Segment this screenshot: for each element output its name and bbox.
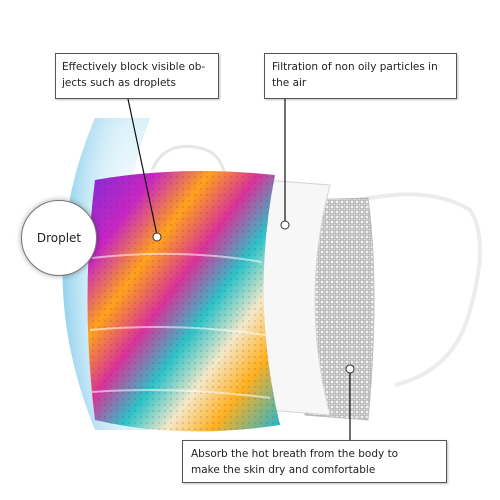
- pleat-fold: [91, 389, 271, 399]
- callout-block-droplets: Effectively block visible ob- jects such…: [55, 53, 219, 99]
- pleat-fold: [91, 252, 263, 263]
- pointer-dot-filter: [280, 220, 290, 230]
- callout-text: Filtration of non oily particles in: [272, 61, 438, 73]
- callout-text: Effectively block visible ob-: [62, 61, 206, 73]
- callout-text: jects such as droplets: [62, 77, 177, 89]
- pointer-dot-block: [152, 232, 162, 242]
- callout-absorb-breath: Absorb the hot breath from the body to m…: [182, 440, 447, 483]
- callout-text: make the skin dry and comfortable: [191, 464, 376, 476]
- pleat-fold: [89, 325, 266, 336]
- pointer-dot-absorb: [345, 364, 355, 374]
- droplet-badge: Droplet: [21, 200, 97, 276]
- ear-loop-right: [359, 192, 482, 387]
- ear-loop-top: [150, 144, 227, 176]
- callout-text: Absorb the hot breath from the body to: [191, 448, 399, 460]
- droplet-label: Droplet: [36, 231, 82, 245]
- callout-text: the air: [272, 77, 307, 89]
- callout-filtration: Filtration of non oily particles in the …: [264, 53, 457, 99]
- pointer-line-block: [127, 98, 158, 236]
